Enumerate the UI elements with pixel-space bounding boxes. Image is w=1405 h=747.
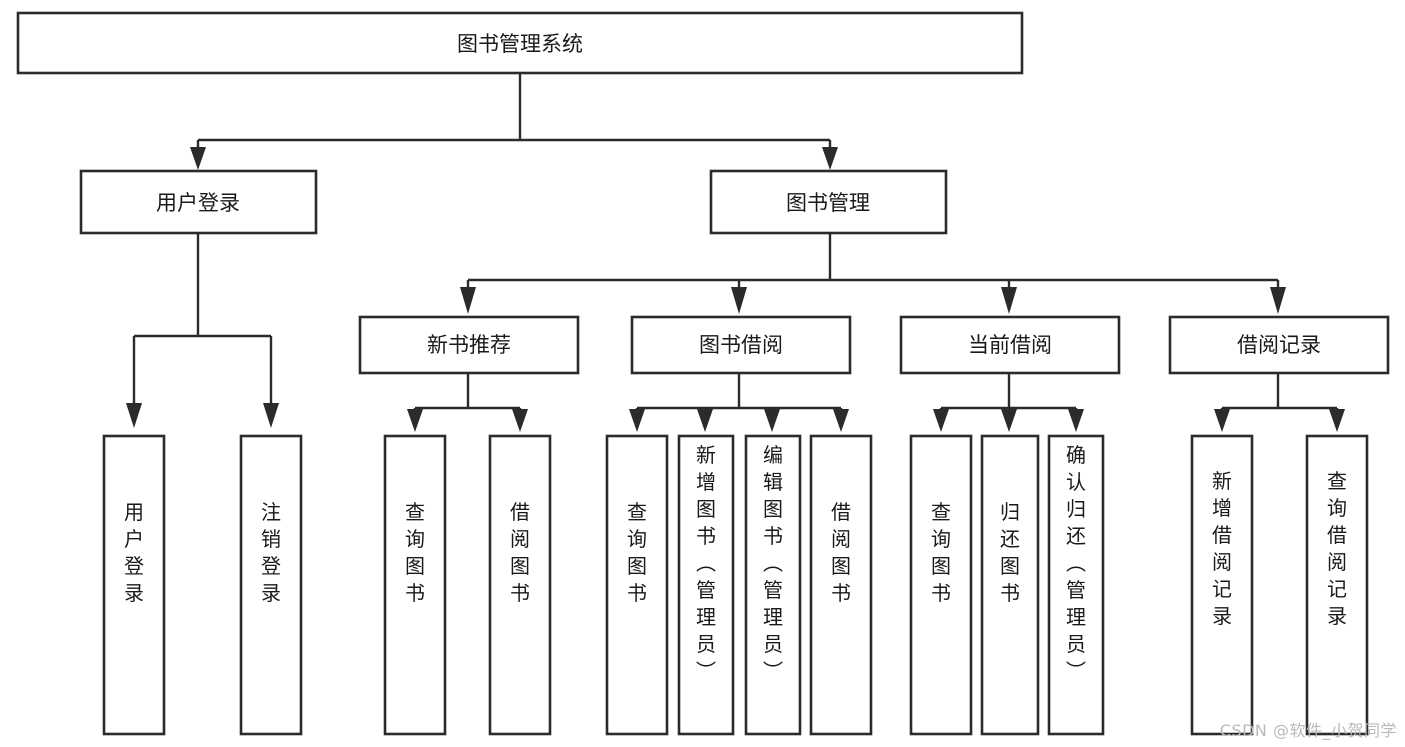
leaf-nbr-query-book-label: 查询图书 xyxy=(405,500,425,605)
leaf-cb-return-book-label: 归还图书 xyxy=(1000,500,1020,605)
arrow-root-to-login xyxy=(190,147,206,170)
arrow-record-l1 xyxy=(1214,409,1230,432)
leaf-node[interactable]: 新增借阅记录 xyxy=(1190,434,1254,736)
arrow-borrow-l2 xyxy=(697,409,713,432)
node-book-management-box[interactable] xyxy=(709,169,948,235)
leaf-node[interactable]: 编辑图书︵管理员︶ xyxy=(744,434,802,736)
node-borrow-record-box[interactable] xyxy=(1168,315,1390,375)
leaf-br-query-record-label: 查询借阅记录 xyxy=(1327,469,1347,628)
arrow-record-l2 xyxy=(1329,409,1345,432)
leaf-node[interactable]: 查询图书 xyxy=(605,434,669,736)
arrow-newbook-l2 xyxy=(512,409,528,432)
leaf-user-login-box[interactable] xyxy=(102,434,166,736)
leaf-bb-edit-book-box[interactable] xyxy=(744,434,802,736)
arrow-current-l1 xyxy=(933,409,949,432)
leaf-bb-query-book-label: 查询图书 xyxy=(627,500,647,605)
leaf-nbr-borrow-book-label: 借阅图书 xyxy=(510,500,530,605)
arrow-bookmgmt-c4 xyxy=(1270,287,1286,314)
leaf-nbr-query-book-box[interactable] xyxy=(383,434,447,736)
node-borrow-record[interactable]: 借阅记录 xyxy=(1168,315,1390,375)
arrow-current-l3 xyxy=(1068,409,1084,432)
leaf-bb-query-book-box[interactable] xyxy=(605,434,669,736)
leaf-node[interactable]: 借阅图书 xyxy=(488,434,552,736)
arrow-borrow-l3 xyxy=(764,409,780,432)
node-book-management[interactable]: 图书管理 xyxy=(709,169,948,235)
leaf-logout-label: 注销登录 xyxy=(261,500,281,605)
node-current-borrow-label: 当前借阅 xyxy=(968,333,1052,357)
arrow-newbook-l1 xyxy=(407,409,423,432)
leaf-node[interactable]: 借阅图书 xyxy=(809,434,873,736)
leaf-node[interactable]: 确认归还︵管理员︶ xyxy=(1047,434,1105,736)
node-new-book-recommend-box[interactable] xyxy=(358,315,580,375)
node-user-login[interactable]: 用户登录 xyxy=(79,169,318,235)
leaf-node[interactable]: 注销登录 xyxy=(239,434,303,736)
node-book-management-label: 图书管理 xyxy=(786,191,870,215)
leaf-bb-edit-book-label: 编辑图书︵管理员︶ xyxy=(763,443,783,683)
leaf-br-add-record-label: 新增借阅记录 xyxy=(1212,469,1232,628)
leaf-node[interactable]: 查询借阅记录 xyxy=(1305,434,1369,736)
leaf-user-login-label: 用户登录 xyxy=(124,500,144,605)
arrow-bookmgmt-c2 xyxy=(731,287,747,314)
node-book-borrow-box[interactable] xyxy=(630,315,852,375)
arrow-borrow-l1 xyxy=(629,409,645,432)
leaf-bb-add-book-box[interactable] xyxy=(677,434,735,736)
arrow-bookmgmt-c1 xyxy=(460,287,476,314)
leaf-node[interactable]: 用户登录 xyxy=(102,434,166,736)
arrow-bookmgmt-c3 xyxy=(1001,287,1017,314)
node-root[interactable]: 图书管理系统 xyxy=(16,11,1024,75)
leaf-cb-query-book-box[interactable] xyxy=(909,434,973,736)
leaf-node[interactable]: 查询图书 xyxy=(383,434,447,736)
leaf-node[interactable]: 归还图书 xyxy=(980,434,1040,736)
leaf-cb-query-book-label: 查询图书 xyxy=(931,500,951,605)
arrow-login-leaf2 xyxy=(263,403,279,428)
leaf-cb-confirm-return-box[interactable] xyxy=(1047,434,1105,736)
arrow-login-leaf1 xyxy=(126,403,142,428)
node-new-book-recommend-label: 新书推荐 xyxy=(427,333,511,357)
node-root-label: 图书管理系统 xyxy=(457,32,583,56)
node-borrow-record-label: 借阅记录 xyxy=(1237,333,1321,357)
node-book-borrow[interactable]: 图书借阅 xyxy=(630,315,852,375)
leaf-cb-return-book-box[interactable] xyxy=(980,434,1040,736)
leaf-bb-borrow-book-label: 借阅图书 xyxy=(831,500,851,605)
leaf-logout-box[interactable] xyxy=(239,434,303,736)
leaf-bb-borrow-book-box[interactable] xyxy=(809,434,873,736)
node-root-box[interactable] xyxy=(16,11,1024,75)
leaf-node[interactable]: 查询图书 xyxy=(909,434,973,736)
leaf-br-query-record-box[interactable] xyxy=(1305,434,1369,736)
node-book-borrow-label: 图书借阅 xyxy=(699,333,783,357)
node-current-borrow-box[interactable] xyxy=(899,315,1121,375)
leaf-bb-add-book-label: 新增图书︵管理员︶ xyxy=(696,443,716,683)
leaf-cb-confirm-return-label: 确认归还︵管理员︶ xyxy=(1066,443,1086,683)
leaf-node[interactable]: 新增图书︵管理员︶ xyxy=(677,434,735,736)
node-current-borrow[interactable]: 当前借阅 xyxy=(899,315,1121,375)
leaf-nbr-borrow-book-box[interactable] xyxy=(488,434,552,736)
arrow-current-l2 xyxy=(1001,409,1017,432)
node-new-book-recommend[interactable]: 新书推荐 xyxy=(358,315,580,375)
arrow-root-to-bookmgmt xyxy=(822,147,838,170)
leaf-br-add-record-box[interactable] xyxy=(1190,434,1254,736)
node-user-login-label: 用户登录 xyxy=(156,191,240,215)
arrow-borrow-l4 xyxy=(833,409,849,432)
connector-layer xyxy=(126,74,1345,432)
node-user-login-box[interactable] xyxy=(79,169,318,235)
